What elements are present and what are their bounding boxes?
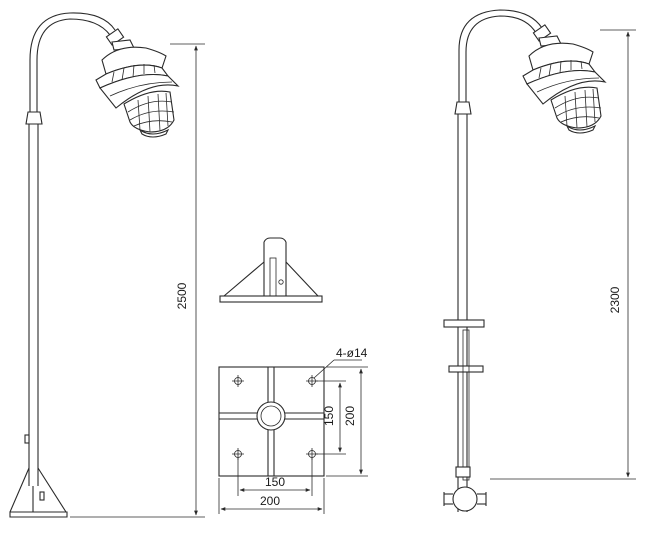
- hole-spacing-v-label: 150: [322, 406, 336, 426]
- left-lamp-pole: [9, 12, 116, 518]
- hole-spacing-h-label: 150: [265, 475, 285, 489]
- mounting-clamp: [448, 365, 484, 373]
- base-plate-top-view: [218, 366, 325, 477]
- bottom-coupling: [452, 486, 478, 512]
- base-plate-dimensions: 4-ø14 150 200 150 200: [218, 346, 368, 514]
- mounting-clamp: [443, 319, 485, 328]
- plate-size-h-label: 200: [260, 494, 280, 508]
- right-lamp-head: [522, 24, 607, 134]
- base-side-view: [219, 237, 323, 303]
- hole-spec-label: 4-ø14: [336, 346, 368, 360]
- height-label-2300: 2300: [608, 286, 622, 313]
- left-lamp-head: [95, 28, 180, 138]
- right-lamp-pole: [443, 9, 543, 512]
- right-height-dimension: 2300: [490, 29, 636, 480]
- height-label-2500: 2500: [175, 282, 189, 309]
- plate-size-v-label: 200: [343, 406, 357, 426]
- left-height-dimension: 2500: [70, 43, 205, 518]
